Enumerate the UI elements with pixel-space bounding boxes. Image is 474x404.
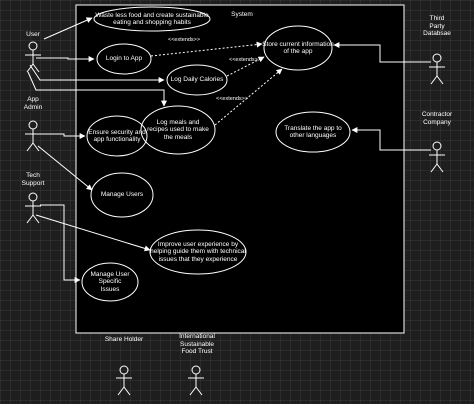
usecase-translate-text: Translate the app to other languages [284,124,342,140]
actor-contractor-company-figure [429,141,445,173]
assoc-contractor-translate [351,127,431,151]
usecase-store-info-text: Store current information of the app [262,40,334,56]
actor-app-admin-label: App Admin [23,96,43,111]
usecase-manage-users-text: Manage Users [100,191,144,199]
assoc-user-calories [29,64,165,83]
usecase-security-text: Ensure security and app functionality [88,128,146,144]
usecase-manage-specific-issues-text: Manage User Specific Issues [90,270,130,293]
actor-international-trust-figure [188,365,204,396]
assoc-admin-security [40,133,86,139]
actor-share-holder-figure [116,365,132,396]
usecase-translate [275,111,351,153]
usecase-manage-specific-issues [81,262,139,302]
assoc-tech-improve-ux [40,204,81,283]
usecase-login [96,43,152,75]
usecase-improve-ux-text: Improve user experience by helping guide… [150,240,246,263]
actor-tech-support-figure [25,192,41,224]
assoc-user-meals [27,71,167,107]
assoc-user-waste [43,17,93,40]
usecase-login-text: Login to App [105,55,143,63]
extends-login-store [150,41,263,57]
actor-third-party-database-label: Third Party Databsae [423,15,451,37]
actor-third-party-database-figure [429,53,445,85]
assoc-admin-manage-users [37,145,93,191]
actor-share-holder-label: Share Holder [104,336,144,343]
actor-user-label: User [26,31,40,38]
system-label: System [231,11,253,18]
usecase-store-info [263,25,333,71]
usecase-log-meals [140,105,216,155]
actor-contractor-company-label: Contractor Company [421,111,453,126]
assoc-database-store [333,42,431,63]
usecase-log-calories [166,64,228,96]
usecase-log-calories-text: Log Daily Calories [170,76,224,84]
usecase-manage-users [90,172,154,218]
actor-app-admin-figure [25,120,41,152]
usecase-improve-ux [149,229,247,275]
assoc-tech-specific-issues [35,214,151,252]
actor-user-figure [25,41,41,73]
actor-international-trust-label: International Sustainable Food Trust [179,333,215,355]
extends-label-meals-store: <<extends>> [216,96,249,102]
usecase-security [86,115,148,157]
extends-calories-store [226,56,265,77]
usecase-waste-less-food [93,6,211,32]
usecase-waste-less-food-text: Waste less food and create sustainable e… [95,11,209,27]
extends-meals-store [214,68,283,126]
extends-label-calories-store: <<extends>> [229,57,262,63]
system-boundary [75,4,405,334]
actor-tech-support-label: Tech Support [21,172,45,187]
assoc-user-login [36,56,95,62]
usecase-log-meals-text: Log meals and recipes used to make the m… [147,118,209,141]
extends-label-login-store: <<extends>> [168,37,201,43]
